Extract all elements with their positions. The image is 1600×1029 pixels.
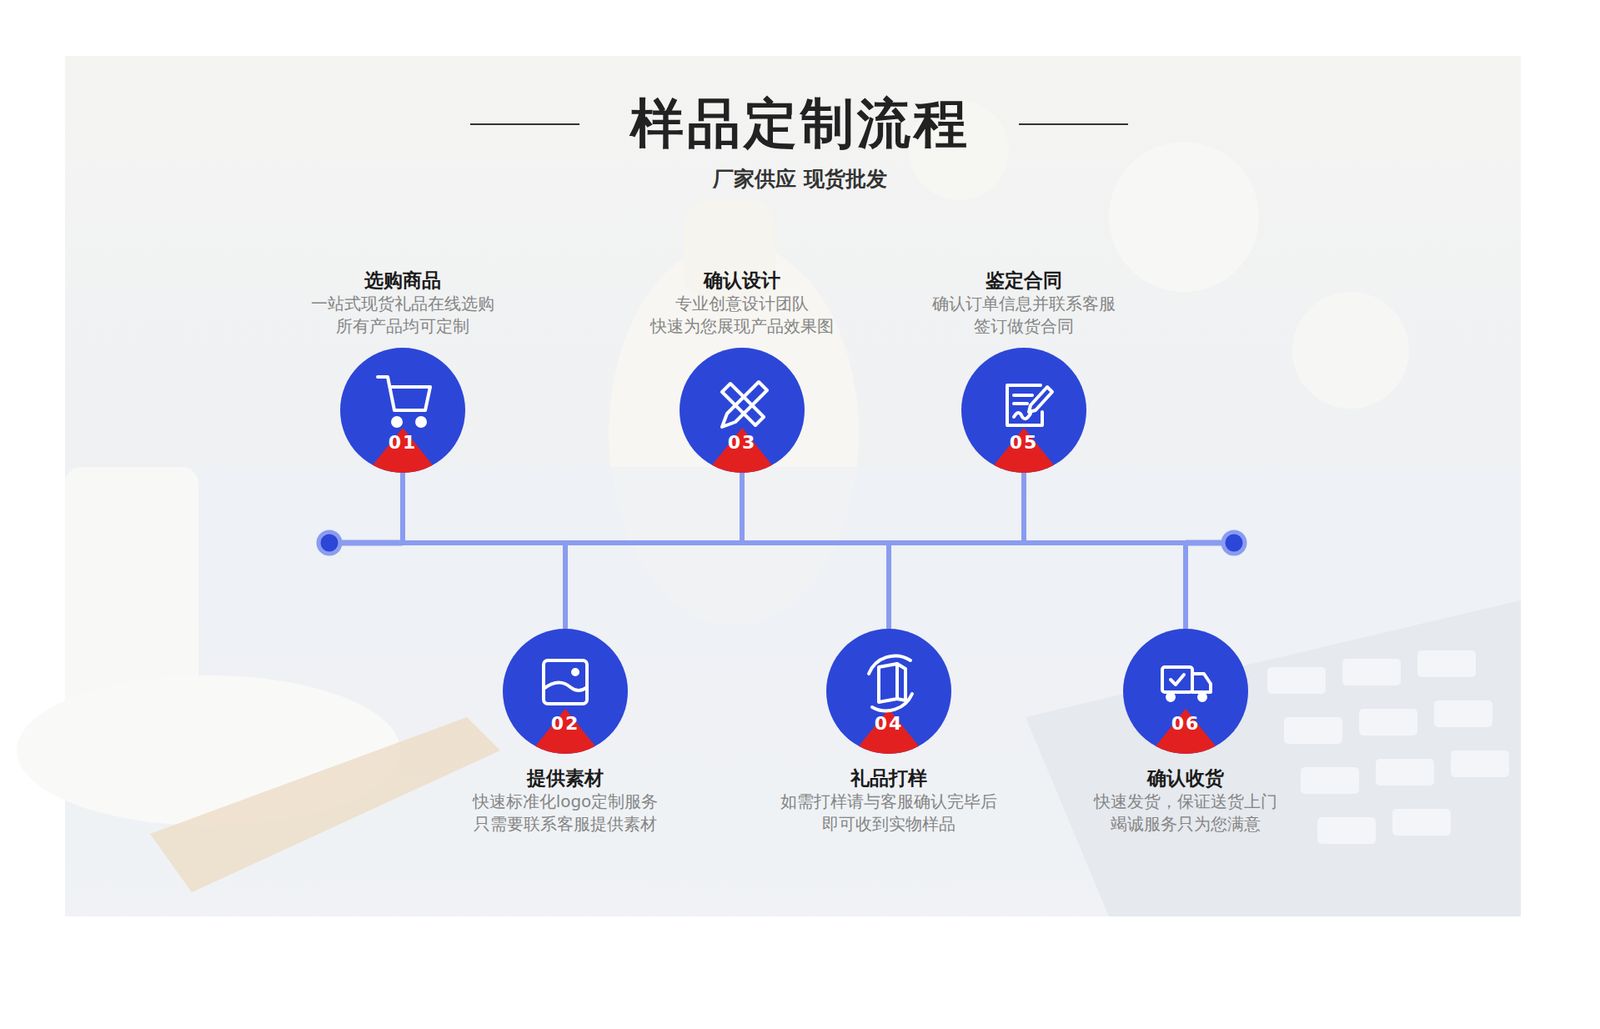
document-outline <box>1007 385 1043 426</box>
timeline-connector <box>742 472 889 629</box>
circle-shape <box>1123 628 1249 754</box>
step-description: 一站式现货礼品在线选购 所有产品均可定制 <box>285 292 520 338</box>
truck-icon <box>1162 667 1211 701</box>
step-circle: 05 <box>961 347 1087 473</box>
key <box>1300 767 1360 794</box>
diagram-title: 样品定制流程 <box>0 90 1600 157</box>
rotate-arrow <box>872 693 913 711</box>
key <box>1434 700 1493 728</box>
step-circle: 04 <box>826 628 952 754</box>
truck-cargo <box>1162 667 1193 693</box>
flower-pattern <box>1292 291 1410 409</box>
timeline-connector <box>402 472 566 629</box>
timeline-dot <box>1223 531 1245 554</box>
design-icon <box>722 381 768 427</box>
cart-wheel <box>392 417 402 427</box>
signature <box>1013 412 1031 419</box>
pen-shape <box>1028 386 1053 412</box>
image-sun <box>572 669 578 675</box>
truck-wheel <box>1167 693 1174 701</box>
key <box>1375 758 1435 786</box>
step-node: 选购商品一站式现货礼品在线选购 所有产品均可定制 01 <box>277 267 528 473</box>
image-icon <box>543 660 587 704</box>
step-circle: 03 <box>679 347 805 473</box>
wood-stick <box>150 717 501 893</box>
key <box>1284 717 1343 744</box>
circle-shape <box>679 347 805 473</box>
document-line <box>1013 401 1028 406</box>
step-number: 04 <box>826 712 952 736</box>
key <box>1342 658 1401 686</box>
pencil-shape <box>722 381 768 427</box>
circle-shape <box>340 347 466 473</box>
key <box>1359 708 1418 736</box>
timeline-dot <box>318 531 341 554</box>
circle-shape <box>502 628 628 754</box>
step-description: 专业创意设计团队 快速为您展现产品效果图 <box>625 292 859 338</box>
step-heading: 提供素材 <box>526 765 604 791</box>
circle-shape <box>826 628 952 754</box>
key <box>1267 667 1326 694</box>
circle-shape <box>961 347 1087 473</box>
step-description: 如需打样请与客服确认完毕后 即可收到实物样品 <box>772 790 1006 836</box>
truck-cab <box>1192 673 1211 693</box>
document-line <box>1013 393 1033 397</box>
cart-icon <box>377 376 431 427</box>
step-description: 快速标准化logo定制服务 只需要联系客服提供素材 <box>448 790 683 836</box>
key <box>1392 808 1451 836</box>
box-front <box>878 663 898 703</box>
key <box>1317 817 1376 844</box>
key <box>1417 650 1476 678</box>
keyboard-shape <box>1025 600 1521 917</box>
rotate-arrow <box>868 656 911 674</box>
step-heading: 确认设计 <box>703 267 781 293</box>
step-number: 01 <box>340 431 466 455</box>
key <box>1450 750 1510 778</box>
cart-wheel <box>416 417 426 427</box>
ruler-shape <box>722 383 764 426</box>
timeline-connector <box>565 472 743 629</box>
step-heading: 鉴定合同 <box>985 267 1063 293</box>
step-number: 03 <box>679 431 805 455</box>
step-number: 05 <box>961 431 1087 455</box>
step-description: 快速发货，保证送货上门 竭诚服务只为您满意 <box>1068 790 1303 836</box>
cart-body <box>377 376 431 411</box>
title-rule <box>470 123 580 126</box>
step-number: 06 <box>1123 712 1249 736</box>
image-wave <box>543 682 587 691</box>
subtitle-label: 厂家供应 现货批发 <box>0 165 1600 194</box>
contract-icon <box>1007 385 1053 426</box>
step-heading: 礼品打样 <box>850 765 928 791</box>
step-circle: 06 <box>1123 628 1249 754</box>
image-frame <box>543 660 587 704</box>
check-mark <box>1170 674 1184 685</box>
box-rotate-icon <box>868 656 913 712</box>
step-heading: 确认收货 <box>1147 765 1224 791</box>
keyboard-keys <box>1267 650 1510 844</box>
timeline-connector <box>1023 472 1186 629</box>
step-heading: 选购商品 <box>364 267 442 293</box>
step-description: 确认订单信息并联系客服 签订做货合同 <box>907 292 1141 338</box>
flower-pattern <box>1108 141 1259 292</box>
step-node: 确认设计专业创意设计团队 快速为您展现产品效果图 03 <box>616 267 868 473</box>
step-node: 04 礼品打样如需打样请与客服确认完毕后 即可收到实物样品 <box>763 628 1014 836</box>
step-node: 鉴定合同确认订单信息并联系客服 签订做货合同 05 <box>898 267 1149 473</box>
truck-wheel <box>1198 693 1206 701</box>
step-circle: 01 <box>340 347 466 473</box>
box-side <box>897 663 906 701</box>
title-rule <box>1018 123 1129 126</box>
step-node: 02 提供素材快速标准化logo定制服务 只需要联系客服提供素材 <box>440 628 691 836</box>
step-circle: 02 <box>502 628 628 754</box>
timeline-connector <box>888 472 1024 629</box>
step-node: 06 确认收货快速发货，保证送货上门 竭诚服务只为您满意 <box>1060 628 1311 836</box>
step-number: 02 <box>502 712 628 736</box>
